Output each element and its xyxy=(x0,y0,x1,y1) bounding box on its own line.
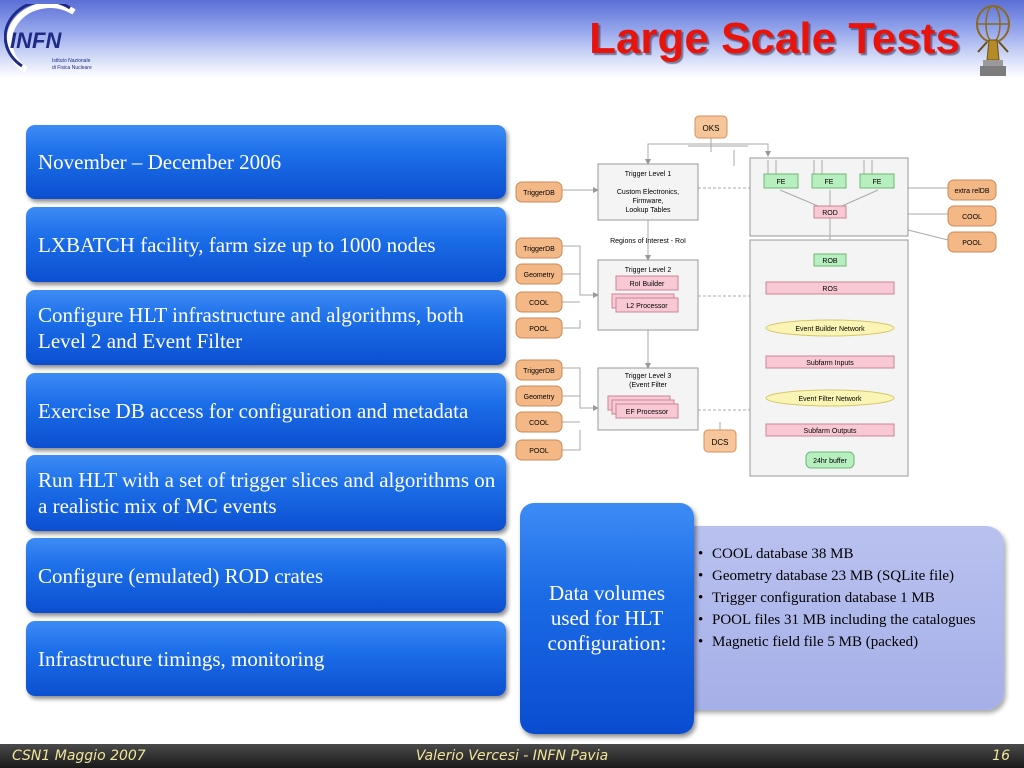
l3-subtitle: (Event Filter xyxy=(629,382,667,389)
db-label: TriggerDB xyxy=(523,246,555,253)
db-label: TriggerDB xyxy=(523,368,555,375)
db-label: COOL xyxy=(962,214,982,221)
subfarm-outputs-label: Subfarm Outputs xyxy=(804,428,857,435)
buffer-label: 24hr buffer xyxy=(813,458,847,465)
footer-page-number: 16 xyxy=(992,748,1010,764)
bullet-item: Run HLT with a set of trigger slices and… xyxy=(26,455,506,531)
bullet-item: Infrastructure timings, monitoring xyxy=(26,621,506,696)
bullet-text: Run HLT with a set of trigger slices and… xyxy=(38,468,496,518)
fe-label: FE xyxy=(825,179,834,186)
fe-label: FE xyxy=(873,179,882,186)
event-filter-network-label: Event Filter Network xyxy=(798,396,862,403)
data-volume-item: Geometry database 23 MB (SQLite file) xyxy=(698,567,994,586)
bullet-text: Configure (emulated) ROD crates xyxy=(38,563,324,588)
data-volume-item: COOL database 38 MB xyxy=(698,545,994,564)
db-label: POOL xyxy=(529,448,549,455)
slide-footer: Valerio Vercesi - INFN Pavia CSN1 Maggio… xyxy=(0,744,1024,768)
atlas-trophy-icon xyxy=(976,5,1010,76)
roi-label: Regions of Interest - RoI xyxy=(610,238,686,245)
dcs-label: DCS xyxy=(712,438,729,447)
l3-title: Trigger Level 3 xyxy=(625,373,672,380)
fe-label: FE xyxy=(777,179,786,186)
l1-title: Trigger Level 1 xyxy=(625,171,672,178)
l2-processor-label: L2 Processor xyxy=(626,303,668,310)
l1-line: Lookup Tables xyxy=(625,207,671,214)
rod-label: ROD xyxy=(822,210,838,217)
slide-header xyxy=(0,0,1024,78)
l1-line: Custom Electronics, xyxy=(617,189,679,196)
db-label: TriggerDB xyxy=(523,190,555,197)
bullet-item: Configure (emulated) ROD crates xyxy=(26,538,506,613)
footer-event: CSN1 Maggio 2007 xyxy=(12,748,146,764)
infn-logo: INFN Istituto Nazionale di Fisica Nuclea… xyxy=(4,4,92,73)
slide-title: Large Scale Tests xyxy=(589,14,960,63)
db-cylinders-left: TriggerDB TriggerDB Geometry COOL POOL T… xyxy=(515,181,563,461)
subfarm-inputs-label: Subfarm Inputs xyxy=(806,360,854,367)
footer-author: Valerio Vercesi - INFN Pavia xyxy=(415,748,609,764)
logo-subtitle-2: di Fisica Nucleare xyxy=(52,65,92,71)
db-label: extra relDB xyxy=(954,188,989,195)
bullet-text: November – December 2006 xyxy=(38,150,282,174)
data-volume-item: Trigger configuration database 1 MB xyxy=(698,589,994,608)
data-volumes-list: COOL database 38 MB Geometry database 23… xyxy=(698,545,994,655)
bullet-text: LXBATCH facility, farm size up to 1000 n… xyxy=(38,232,436,257)
trigger-daq-diagram: OKS DCS TriggerDB TriggerDB Geometry COO… xyxy=(515,115,997,477)
db-label: COOL xyxy=(529,420,549,427)
data-volumes-label: Data volumes used for HLT configuration: xyxy=(547,581,667,655)
db-label: POOL xyxy=(962,240,982,247)
event-builder-network-label: Event Builder Network xyxy=(795,326,865,333)
db-label: Geometry xyxy=(524,394,555,401)
l2-title: Trigger Level 2 xyxy=(625,267,672,274)
roi-builder-label: RoI Builder xyxy=(630,281,665,288)
bullet-item: Configure HLT infrastructure and algorit… xyxy=(26,290,506,365)
l1-line: Firmware, xyxy=(632,198,663,205)
logo-subtitle-1: Istituto Nazionale xyxy=(52,58,91,64)
db-label: POOL xyxy=(529,326,549,333)
data-volumes-label-box: Data volumes used for HLT configuration: xyxy=(520,503,694,734)
rob-label: ROB xyxy=(822,258,838,265)
oks-label: OKS xyxy=(703,124,720,133)
bullet-item: LXBATCH facility, farm size up to 1000 n… xyxy=(26,207,506,282)
db-label: Geometry xyxy=(524,272,555,279)
db-label: COOL xyxy=(529,300,549,307)
bullet-text: Infrastructure timings, monitoring xyxy=(38,646,325,671)
bullet-item: Exercise DB access for configuration and… xyxy=(26,373,506,448)
ros-label: ROS xyxy=(822,286,838,293)
logo-text: INFN xyxy=(10,28,62,53)
bullet-text: Exercise DB access for configuration and… xyxy=(38,398,469,423)
data-volume-item: POOL files 31 MB including the catalogue… xyxy=(698,611,994,630)
ef-processor-label: EF Processor xyxy=(626,409,669,416)
data-volume-item: Magnetic field file 5 MB (packed) xyxy=(698,633,994,652)
bullet-text: Configure HLT infrastructure and algorit… xyxy=(38,302,464,353)
bullet-item: November – December 2006 xyxy=(26,125,506,199)
